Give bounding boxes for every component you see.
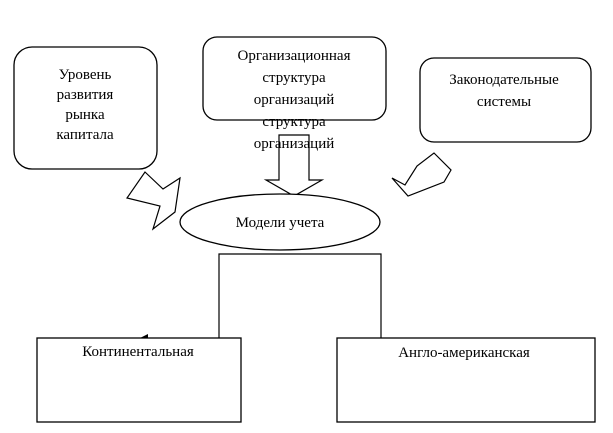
anglo-american-box bbox=[336, 337, 596, 423]
org-structure-line-2: структура bbox=[262, 70, 326, 86]
org-structure-line-1: Организационная bbox=[238, 48, 351, 64]
capital-market-line-4: капитала bbox=[56, 127, 114, 143]
legislative-line-1: Законодательные bbox=[449, 72, 559, 88]
org-structure-box bbox=[202, 36, 387, 121]
connector-lines bbox=[218, 253, 382, 340]
capital-market-box bbox=[13, 46, 158, 170]
accounting-models-ellipse bbox=[179, 193, 381, 251]
org-structure-line-3: организаций bbox=[254, 92, 335, 108]
continental-label: Континентальная bbox=[82, 344, 194, 360]
continental-box bbox=[36, 337, 242, 423]
capital-market-arrow bbox=[126, 171, 181, 231]
capital-market-line-1: Уровень bbox=[59, 67, 112, 83]
legislative-line-2: системы bbox=[477, 94, 531, 110]
anglo-american-label: Англо-американская bbox=[398, 345, 530, 361]
legislative-box bbox=[419, 57, 592, 143]
org-structure-line-4: структура bbox=[262, 114, 326, 130]
capital-market-line-2: развития bbox=[57, 87, 114, 103]
capital-market-line-3: рынка bbox=[65, 107, 105, 123]
accounting-models-label: Модели учета bbox=[236, 215, 325, 231]
org-structure-arrow bbox=[263, 134, 325, 197]
org-structure-line-5: организаций bbox=[254, 136, 335, 152]
legislative-arrow bbox=[391, 152, 452, 197]
